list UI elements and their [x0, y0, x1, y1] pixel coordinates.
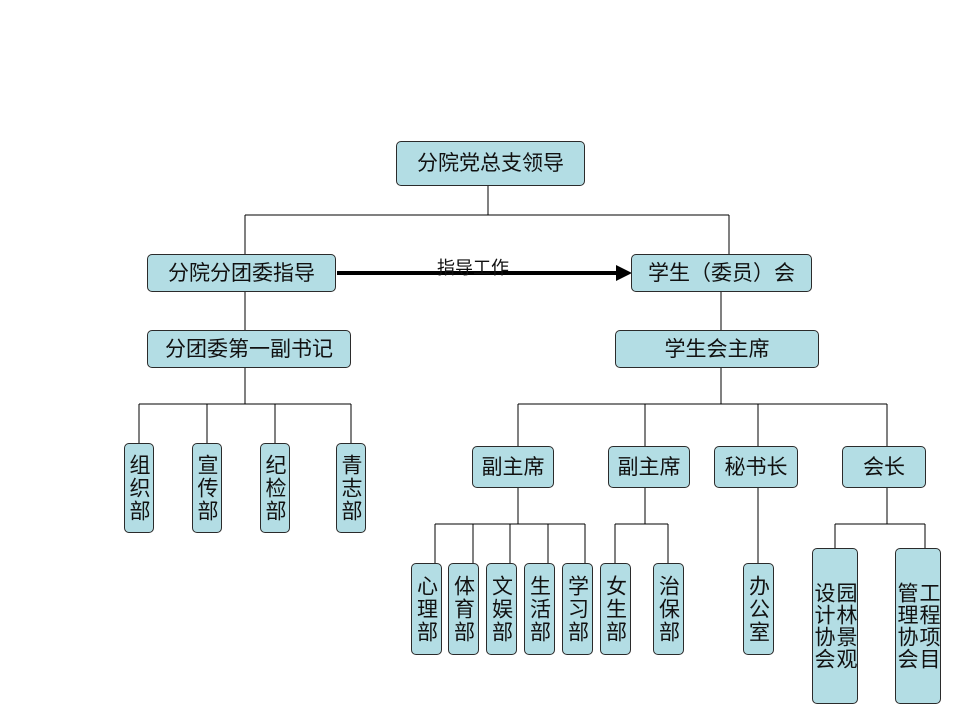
node-vice-chair-2: 副主席 — [608, 446, 690, 488]
node-student-council: 学生（委员）会 — [631, 254, 812, 292]
node-dept-discipline: 纪检部 — [260, 443, 290, 533]
node-dept-female: 女生部 — [600, 563, 631, 655]
node-deputy-secretary: 分团委第一副书记 — [147, 330, 351, 368]
node-dept-sports: 体育部 — [448, 563, 479, 655]
node-council-chair: 学生会主席 — [615, 330, 819, 368]
node-secretary-general: 秘书长 — [714, 446, 798, 488]
node-engineering-association: 工程项目 管理协会 — [895, 548, 941, 704]
node-dept-volunteer: 青志部 — [336, 443, 366, 533]
node-landscape-association: 园林景观 设计协会 — [812, 548, 858, 704]
node-president: 会长 — [842, 446, 926, 488]
node-vice-chair-1: 副主席 — [472, 446, 554, 488]
arrow-label: 指导工作 — [437, 258, 509, 279]
node-dept-psychology: 心理部 — [411, 563, 442, 655]
guidance-arrow — [337, 265, 632, 281]
node-party-branch: 分院党总支领导 — [396, 141, 585, 186]
node-dept-life: 生活部 — [524, 563, 555, 655]
node-dept-office: 办公室 — [743, 563, 774, 655]
node-dept-entertainment: 文娱部 — [486, 563, 517, 655]
node-dept-security: 治保部 — [653, 563, 684, 655]
node-dept-organization: 组织部 — [124, 443, 154, 533]
node-youth-league-guide: 分院分团委指导 — [147, 254, 336, 292]
node-dept-study: 学习部 — [562, 563, 593, 655]
node-dept-publicity: 宣传部 — [192, 443, 222, 533]
